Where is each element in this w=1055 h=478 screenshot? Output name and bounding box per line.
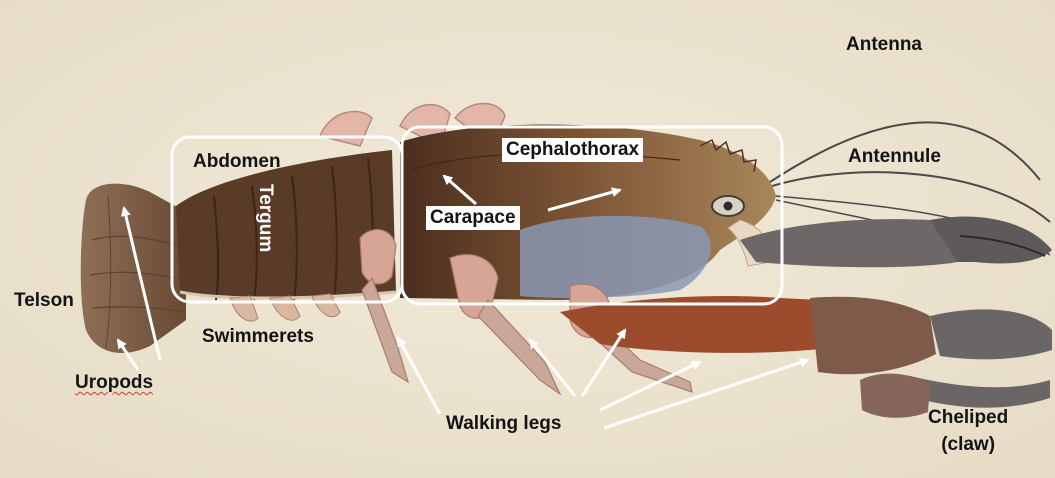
label-cheliped: Cheliped (claw): [928, 404, 1008, 458]
label-antennule: Antennule: [848, 146, 941, 168]
label-carapace: Carapace: [426, 206, 520, 230]
label-telson: Telson: [14, 290, 74, 312]
label-uropods: Uropods: [75, 372, 153, 394]
label-cephalothorax: Cephalothorax: [502, 138, 643, 162]
label-walking-legs: Walking legs: [446, 413, 561, 435]
label-abdomen: Abdomen: [193, 151, 281, 173]
label-swimmerets: Swimmerets: [202, 326, 314, 348]
label-antenna: Antenna: [846, 34, 922, 56]
label-tergum: Tergum: [254, 184, 276, 252]
tail-fan: [81, 184, 186, 353]
